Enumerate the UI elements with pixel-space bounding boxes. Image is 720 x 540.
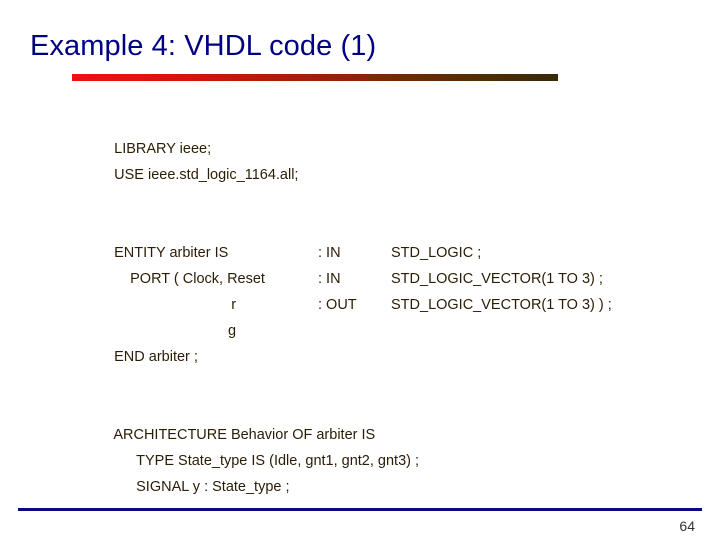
code-text: PORT ( Clock, Reset — [130, 271, 265, 287]
code-text: ENTITY arbiter IS — [114, 245, 229, 261]
port-direction: : OUT — [318, 297, 357, 313]
code-line-type-state: TYPE State_type IS (Idle, gnt1, gnt2, gn… — [98, 422, 698, 469]
code-line-library: LIBRARY ieee; — [98, 110, 698, 157]
page-title: Example 4: VHDL code (1) — [30, 30, 377, 62]
code-text: ARCHITECTURE Behavior OF arbiter IS — [113, 427, 376, 443]
port-type: STD_LOGIC_VECTOR(1 TO 3) ; — [391, 271, 603, 287]
port-type: STD_LOGIC_VECTOR(1 TO 3) ) ; — [391, 297, 612, 313]
code-line-port-r: r : IN STD_LOGIC_VECTOR(1 TO 3) ; — [98, 266, 698, 313]
code-line-end-entity: END arbiter ; — [98, 318, 698, 365]
code-line-use: USE ieee.std_logic_1164.all; — [98, 136, 698, 183]
title-gradient-divider — [72, 74, 558, 81]
page-number: 64 — [679, 518, 695, 534]
code-text: r — [231, 297, 237, 313]
code-text: TYPE State_type IS (Idle, gnt1, gnt2, gn… — [136, 453, 420, 469]
port-direction: : IN — [318, 245, 341, 261]
code-line-spacer — [98, 162, 698, 188]
code-text: LIBRARY ieee; — [114, 141, 212, 157]
code-text: g — [228, 323, 237, 339]
code-line-spacer — [98, 188, 698, 214]
port-direction: : IN — [318, 271, 341, 287]
port-type: STD_LOGIC ; — [391, 245, 482, 261]
footer-divider — [18, 508, 702, 511]
code-text: USE ieee.std_logic_1164.all; — [114, 167, 299, 183]
code-line-architecture: ARCHITECTURE Behavior OF arbiter IS — [98, 396, 698, 443]
vhdl-code-block: LIBRARY ieee; USE ieee.std_logic_1164.al… — [98, 110, 698, 495]
code-line-port-clock-reset: PORT ( Clock, Reset : IN STD_LOGIC ; — [98, 240, 698, 287]
code-line-spacer — [98, 344, 698, 370]
code-text: END arbiter ; — [114, 349, 198, 365]
code-line-signal-y: SIGNAL y : State_type ; — [98, 448, 698, 495]
code-text: SIGNAL y : State_type ; — [136, 479, 290, 495]
code-line-entity: ENTITY arbiter IS — [98, 214, 698, 261]
code-line-port-g: g : OUT STD_LOGIC_VECTOR(1 TO 3) ) ; — [98, 292, 698, 339]
code-line-spacer — [98, 370, 698, 396]
